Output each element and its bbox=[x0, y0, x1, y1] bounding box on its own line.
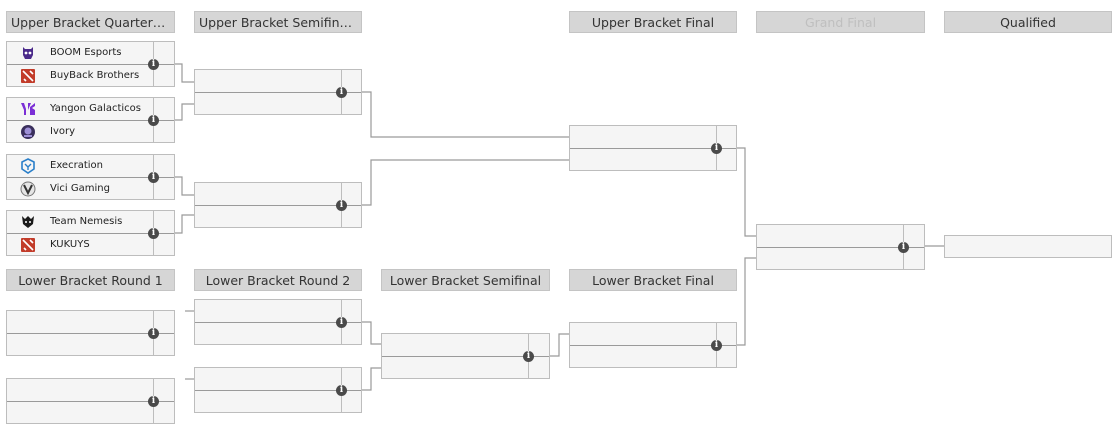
match-grand-final[interactable]: i bbox=[756, 224, 925, 270]
team-slot[interactable]: KUKUYS bbox=[7, 234, 153, 256]
header-lower-semifinal: Lower Bracket Semifinal bbox=[381, 269, 550, 291]
match-ubsf-2[interactable]: i bbox=[194, 182, 362, 228]
team-name: BOOM Esports bbox=[50, 47, 122, 58]
info-icon[interactable]: i bbox=[336, 385, 347, 396]
info-icon[interactable]: i bbox=[336, 200, 347, 211]
header-qualified: Qualified bbox=[944, 11, 1112, 33]
info-icon[interactable]: i bbox=[898, 242, 909, 253]
info-icon[interactable]: i bbox=[711, 143, 722, 154]
info-icon[interactable]: i bbox=[148, 396, 159, 407]
match-lbr1-1[interactable]: i bbox=[6, 310, 175, 356]
match-lbsf[interactable]: i bbox=[381, 333, 550, 379]
info-icon[interactable]: i bbox=[148, 328, 159, 339]
team-slot[interactable]: Vici Gaming bbox=[7, 178, 153, 200]
ivory-logo bbox=[21, 125, 35, 139]
match-ubsf-1[interactable]: i bbox=[194, 69, 362, 115]
dota2-logo bbox=[21, 69, 35, 83]
team-name: KUKUYS bbox=[50, 239, 90, 250]
boom-esports-logo bbox=[23, 47, 33, 59]
team-name: BuyBack Brothers bbox=[50, 70, 140, 81]
team-slot[interactable]: Ivory bbox=[7, 121, 153, 143]
header-upper-quarterfinals: Upper Bracket Quarterfin... bbox=[6, 11, 175, 33]
qualified-slot bbox=[944, 235, 1112, 258]
dota2-logo bbox=[21, 238, 35, 252]
team-name: Execration bbox=[50, 160, 103, 171]
match-ubf[interactable]: i bbox=[569, 125, 737, 171]
info-icon[interactable]: i bbox=[336, 87, 347, 98]
match-lbr2-2[interactable]: i bbox=[194, 367, 362, 413]
team-slot[interactable]: BuyBack Brothers bbox=[7, 65, 153, 87]
header-upper-semifinals: Upper Bracket Semifinals bbox=[194, 11, 362, 33]
info-icon[interactable]: i bbox=[148, 172, 159, 183]
match-ubqf-2[interactable]: Yangon Galacticos Ivory i bbox=[6, 97, 175, 143]
team-name: Ivory bbox=[50, 126, 76, 137]
yangon-galacticos-logo bbox=[21, 103, 35, 115]
team-slot[interactable]: Yangon Galacticos bbox=[7, 98, 153, 120]
team-name: Vici Gaming bbox=[50, 183, 110, 194]
match-ubqf-4[interactable]: Team Nemesis KUKUYS i bbox=[6, 210, 175, 256]
match-lbr2-1[interactable]: i bbox=[194, 299, 362, 345]
header-lower-round-2: Lower Bracket Round 2 bbox=[194, 269, 362, 291]
team-name: Yangon Galacticos bbox=[50, 103, 141, 114]
info-icon[interactable]: i bbox=[148, 228, 159, 239]
header-lower-round-1: Lower Bracket Round 1 bbox=[6, 269, 175, 291]
vici-gaming-logo bbox=[20, 181, 36, 197]
match-ubqf-3[interactable]: Execration Vici Gaming i bbox=[6, 154, 175, 200]
info-icon[interactable]: i bbox=[336, 317, 347, 328]
match-lbr1-2[interactable]: i bbox=[6, 378, 175, 424]
team-nemesis-logo bbox=[22, 216, 34, 228]
execration-logo bbox=[21, 158, 35, 174]
match-lbf[interactable]: i bbox=[569, 322, 737, 368]
header-lower-final: Lower Bracket Final bbox=[569, 269, 737, 291]
header-upper-final: Upper Bracket Final bbox=[569, 11, 737, 33]
info-icon[interactable]: i bbox=[711, 340, 722, 351]
team-slot[interactable]: BOOM Esports bbox=[7, 42, 153, 64]
info-icon[interactable]: i bbox=[148, 115, 159, 126]
team-slot[interactable]: Team Nemesis bbox=[7, 211, 153, 233]
team-name: Team Nemesis bbox=[50, 216, 123, 227]
header-grand-final: Grand Final bbox=[756, 11, 925, 33]
info-icon[interactable]: i bbox=[148, 59, 159, 70]
info-icon[interactable]: i bbox=[523, 351, 534, 362]
team-slot[interactable]: Execration bbox=[7, 155, 153, 177]
match-ubqf-1[interactable]: BOOM Esports BuyBack Brothers i bbox=[6, 41, 175, 87]
